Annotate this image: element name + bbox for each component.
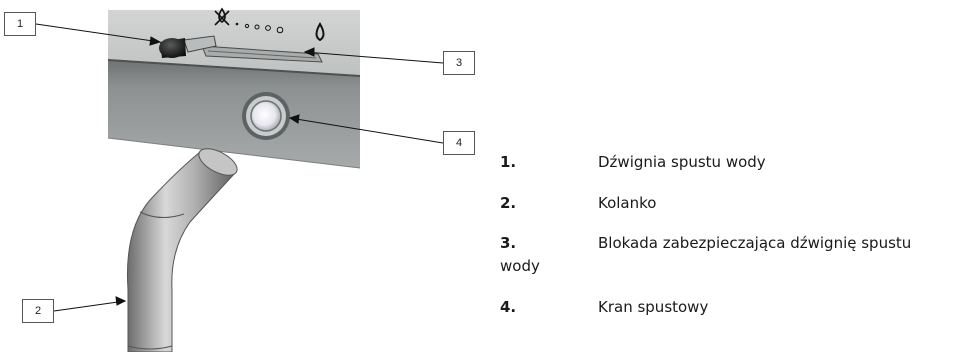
no-water-icon xyxy=(214,7,230,26)
legend-text: Kran spustowy xyxy=(598,298,709,316)
leader-lines xyxy=(35,23,444,312)
legend-number: 1. xyxy=(500,153,517,171)
legend-text: Dźwignia spustu wody xyxy=(598,153,766,171)
legend-number: 4. xyxy=(500,298,517,316)
elbow-pipe xyxy=(127,148,238,353)
legend-number: 3. xyxy=(500,234,517,252)
callout-3: 3 xyxy=(443,51,475,75)
level-dots xyxy=(235,22,284,34)
water-drop-icon xyxy=(315,22,325,42)
legend-number: 2. xyxy=(500,194,517,212)
callout-1: 1 xyxy=(4,12,36,36)
safety-lock-slot xyxy=(201,45,323,63)
callout-4: 4 xyxy=(443,131,475,155)
legend-text: Blokada zabezpieczająca dźwignię spustu xyxy=(598,234,912,252)
control-panel-front xyxy=(107,59,361,169)
drain-lever xyxy=(159,35,217,58)
callout-2: 2 xyxy=(22,299,54,323)
legend-text-continued: wody xyxy=(500,257,540,275)
drain-valve xyxy=(242,92,290,140)
legend-text: Kolanko xyxy=(598,194,657,212)
legend: 1. Dźwignia spustu wody 2. Kolanko 3. Bl… xyxy=(500,0,960,352)
